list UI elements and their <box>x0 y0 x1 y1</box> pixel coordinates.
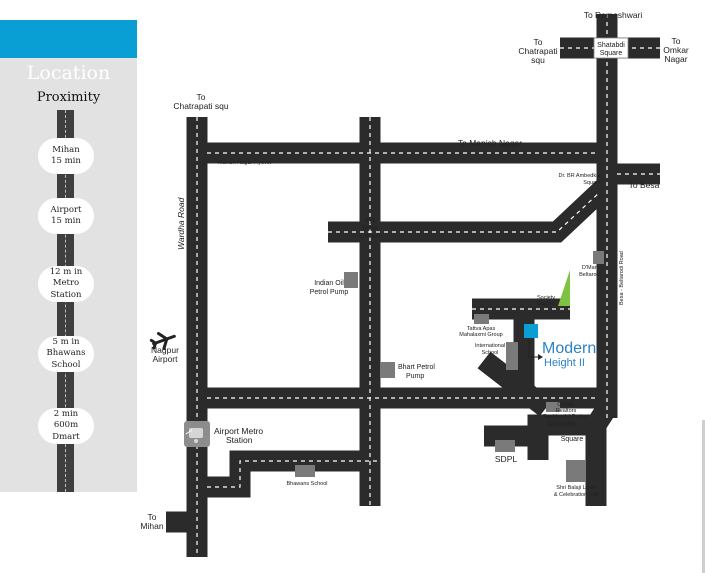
label-to-chatrapati-top-2: Chatrapati <box>518 46 557 56</box>
label-oshian-2: Realtors <box>556 408 577 414</box>
label-to-chatrapati-top-1: To <box>534 37 543 47</box>
label-tattva-1: Tattva Apas <box>467 326 496 332</box>
metro-icon <box>184 421 210 447</box>
balaji-lawn-marker <box>566 460 586 482</box>
proximity-item-mihan: Mihan 15 min <box>38 138 94 174</box>
panel-subtitle: Proximity <box>36 90 101 105</box>
proximity-item-bhawans: 5 m in Bhawans School <box>38 336 94 372</box>
bhart-petrol-marker <box>380 362 395 378</box>
label-metro-1: Airport Metro <box>214 426 263 436</box>
label-to-chatrapati-top-3: squ <box>531 55 545 65</box>
shatabdi-square-box <box>593 37 629 59</box>
lane-markings <box>196 14 660 557</box>
project-name-line1: Modern <box>542 340 597 357</box>
label-dmart-2: Beltarodi <box>579 272 601 278</box>
bhawans-school-marker <box>295 465 315 477</box>
label-ambedkar-1: Dr. BR Ambedkar <box>559 173 602 179</box>
label-to-chatrapati-left-1: To <box>197 92 206 102</box>
label-nagpur-airport-1: Nagpur <box>151 345 179 355</box>
proximity-item-metro: 12 m in Metro Station <box>38 266 94 302</box>
label-to-omkar-1: To <box>672 36 681 46</box>
project-marker <box>524 324 538 338</box>
label-jija-2: Mata <box>362 225 378 232</box>
label-balaji-1: Shri Balaji Lawn <box>556 485 595 491</box>
panel-title: Location <box>26 62 111 84</box>
label-oshian-3: Residential Project <box>543 414 589 420</box>
label-bhart-petrol-1: Bhart Petrol <box>398 364 435 371</box>
label-international-school-2: School <box>482 350 499 356</box>
page-edge-bar <box>702 420 705 573</box>
society-garden-marker <box>558 270 570 306</box>
label-shatabdi-2: Square <box>600 50 623 57</box>
label-oshian-1: Oshian <box>557 402 574 408</box>
label-jija-1: Jija <box>365 217 376 224</box>
label-to-mihan-2: Mihan <box>140 521 163 531</box>
label-sdpl: SDPL <box>495 454 517 464</box>
label-to-manish-nagar: To Manish Nagar <box>458 138 522 148</box>
label-ambedkar-2: Square <box>583 180 601 186</box>
label-tattva-2: Mahalaxmi Group <box>459 332 502 338</box>
label-jija-3: Chowk <box>359 233 381 240</box>
label-society-garden-2: Garden <box>537 301 555 307</box>
label-to-besa: To Besa <box>629 180 660 190</box>
label-shatabdi-1: Shatabdi <box>597 42 625 49</box>
proximity-item-dmart: 2 min 600m Dmart <box>38 408 94 444</box>
landmark-blocks <box>295 251 604 482</box>
project-pointer <box>528 340 538 358</box>
pointer-arrow-icon <box>538 354 543 360</box>
international-school-marker <box>506 342 518 370</box>
label-international-school-1: International <box>475 343 505 349</box>
label-mahadev-1: Mahadev <box>548 421 577 428</box>
airplane-icon <box>149 332 176 351</box>
label-nagpur-airport-2: Airport <box>152 354 178 364</box>
road-international-school <box>477 351 553 417</box>
label-indian-oil-1: Indian Oil <box>314 280 344 287</box>
label-to-omkar-2: Omkar <box>663 45 689 55</box>
label-society-garden-1: Society <box>537 295 555 301</box>
label-indian-oil-2: Petrol Pump <box>310 289 349 296</box>
label-bhawans-school: Bhawans School <box>287 481 328 487</box>
proximity-panel: Location Proximity Mihan 15 min Airport … <box>0 58 137 492</box>
label-dmart-1: D'Mart <box>582 265 598 271</box>
label-mahadev-2: Square <box>561 436 584 443</box>
indian-oil-marker <box>344 272 358 288</box>
label-bhart-petrol-2: Pump <box>406 373 424 380</box>
project-logo: Modern Height II <box>542 341 596 370</box>
proximity-item-airport: Airport 15 min <box>38 198 94 234</box>
dmart-marker <box>593 251 604 264</box>
label-to-mihan-1: To <box>148 512 157 522</box>
label-to-rameshwari: To Rameshwari <box>584 10 643 20</box>
label-besa-road: Besa - Beltarodi Road <box>619 251 625 305</box>
label-balaji-2: & Celebration Hall <box>554 492 598 498</box>
label-to-omkar-3: Nagar <box>664 54 687 64</box>
tattva-marker <box>474 314 489 324</box>
label-to-chatrapati-left-2: Chatrapati squ <box>173 101 229 111</box>
label-manish-flyover: Manish Nagar Flyover <box>218 160 272 166</box>
header-bar <box>0 20 137 58</box>
oshian-marker <box>546 402 560 412</box>
label-metro-2: Station <box>226 435 253 445</box>
sdpl-marker <box>495 440 515 452</box>
label-wardha-road: Wardha Road <box>176 197 186 250</box>
project-name-line2: Height II <box>544 357 585 369</box>
